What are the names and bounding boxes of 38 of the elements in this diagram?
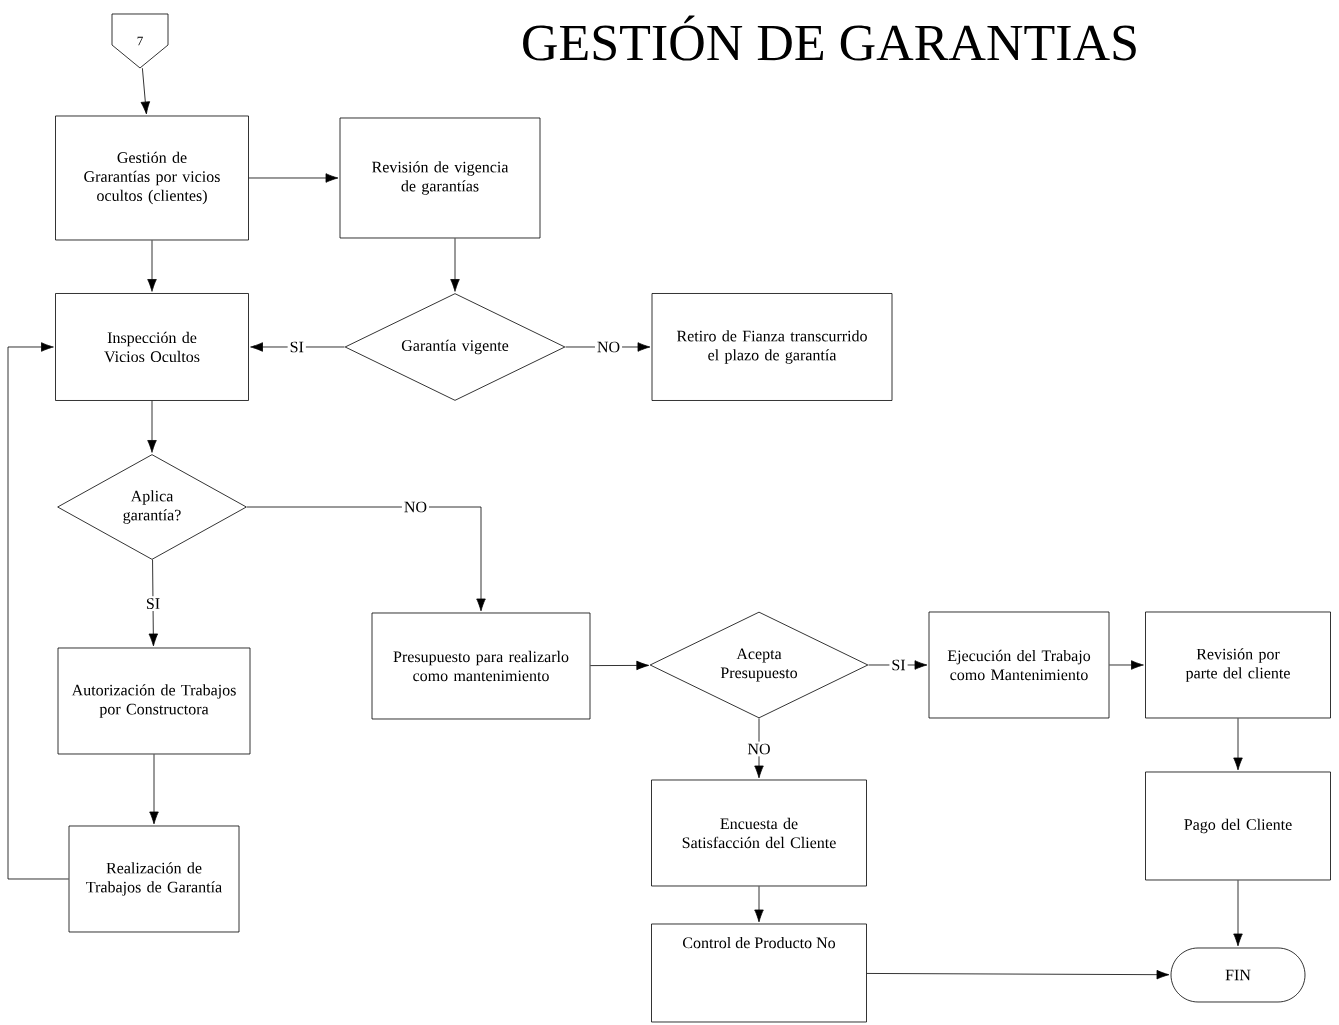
arrow bbox=[246, 506, 486, 612]
process-box: Autorización de Trabajos por Constructora bbox=[57, 647, 251, 755]
process-box: Presupuesto para realizarlo como mantenimiento bbox=[371, 612, 591, 720]
arrow bbox=[1233, 718, 1243, 771]
arrow bbox=[149, 754, 159, 825]
edge-label: SI bbox=[287, 339, 306, 355]
arrow bbox=[866, 969, 1170, 980]
arrow bbox=[1233, 880, 1243, 947]
process-box: Revisión de vigencia de garantías bbox=[339, 117, 541, 239]
arrow bbox=[250, 342, 345, 352]
arrow bbox=[590, 660, 650, 671]
arrow bbox=[754, 718, 764, 779]
process-box: Pago del Cliente bbox=[1145, 771, 1331, 881]
off-page-connector: 7 bbox=[111, 13, 169, 69]
arrow bbox=[450, 238, 460, 292]
arrow bbox=[754, 886, 764, 923]
arrow bbox=[868, 660, 928, 670]
process-box: Encuesta de Satisfacción del Cliente bbox=[651, 779, 867, 887]
edge-label: SI bbox=[143, 596, 163, 611]
process-box: Realización de Trabajos de Garantía bbox=[68, 825, 240, 933]
edge-label: NO bbox=[594, 339, 623, 355]
edge-label: NO bbox=[745, 741, 773, 757]
edge-label: SI bbox=[889, 657, 908, 673]
process-box: Ejecución del Trabajo como Mantenimiento bbox=[928, 611, 1110, 719]
process-box: Control de Producto No bbox=[651, 923, 867, 1023]
arrow bbox=[7, 342, 69, 880]
process-box: Inspección de Vicios Ocultos bbox=[55, 293, 249, 401]
process-box: Retiro de Fianza transcurrido el plazo de garantía bbox=[651, 293, 893, 401]
edge-label: NO bbox=[401, 499, 429, 515]
arrow bbox=[147, 400, 157, 453]
arrow bbox=[140, 67, 151, 115]
arrow bbox=[248, 173, 339, 183]
process-box: Revisión por parte del cliente bbox=[1145, 611, 1331, 719]
arrow bbox=[1109, 660, 1144, 670]
arrow bbox=[147, 240, 157, 292]
process-box: Gestión de Grarantías por vicios ocultos (clientes) bbox=[55, 115, 249, 241]
arrow bbox=[148, 559, 159, 647]
title: GESTIÓN DE GARANTIAS bbox=[523, 15, 1136, 61]
